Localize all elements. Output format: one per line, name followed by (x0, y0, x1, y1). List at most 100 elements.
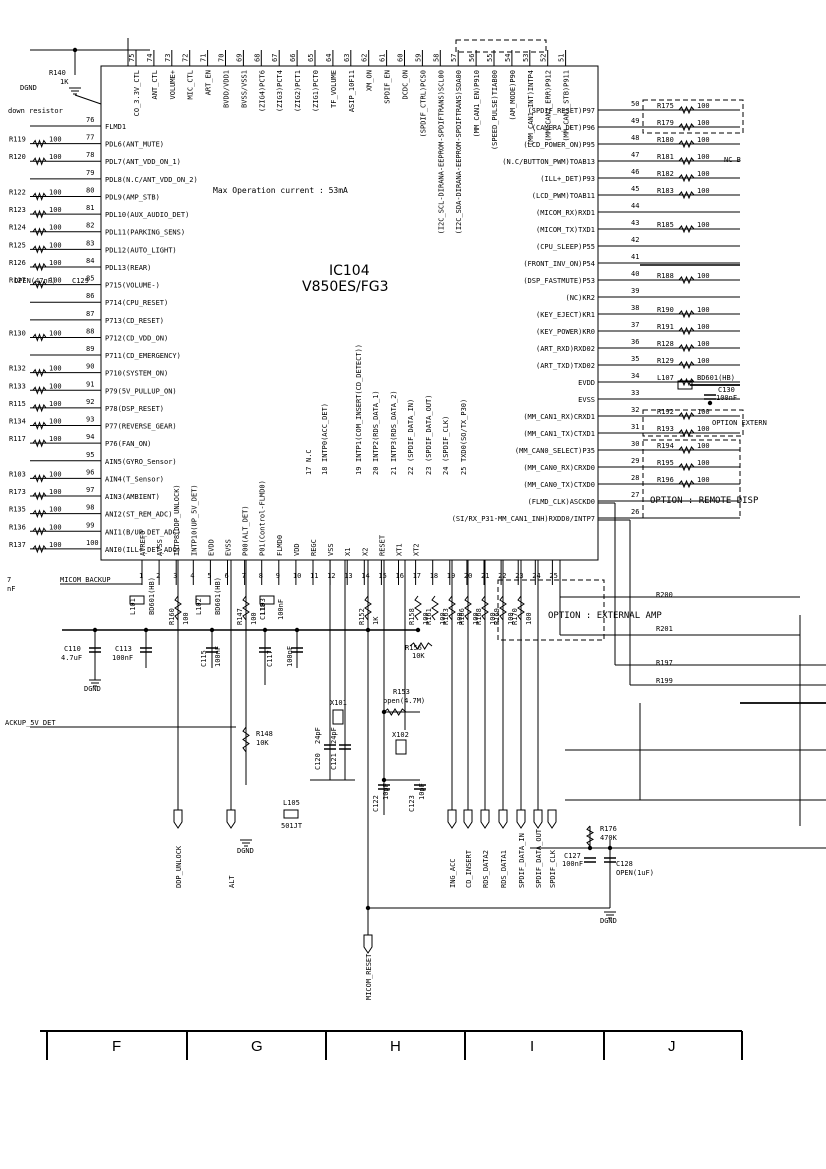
left-pin-label: P715(VOLUME-) (105, 282, 160, 290)
inner-pin-label: (SPDIF_DATA_IN) (407, 399, 415, 462)
capacitor-label: C117 (266, 650, 274, 667)
right-pin-label: (N.C/BUTTON_PWM)TOAB13 (502, 158, 595, 166)
right-pin-number: 37 (631, 321, 639, 329)
right-resistor-ref: R175 (657, 102, 674, 110)
port-label: ALT (228, 875, 236, 888)
left-pin-number: 88 (86, 327, 94, 335)
left-pin-number: 97 (86, 486, 94, 494)
right-resistor-ref: R180 (657, 136, 674, 144)
left-pin-label: PDL8(N.C/ANT_VDD_ON_2) (105, 176, 198, 184)
left-pin-label: P78(DSP_RESET) (105, 405, 164, 413)
junction-dot (707, 400, 713, 406)
left-resistor-symbol (32, 421, 47, 431)
left-pin-label: PDL7(ANT_VDD_ON_1) (105, 158, 181, 166)
left-pin-number: 100 (86, 539, 99, 547)
left-pin-label: PDL12(AUTO_LIGHT) (105, 246, 177, 254)
right-pin-label: (MM_CAN1_TX)CTXD1 (523, 430, 595, 438)
port-connector (547, 809, 557, 829)
left-pin-number: 94 (86, 433, 94, 441)
right-pin-label: (KEY_EJECT)KR1 (536, 311, 595, 319)
right-pin-label: (MICOM_TX)TXD1 (536, 226, 595, 234)
top-pin-number: 54 (504, 54, 512, 62)
right-resistor-value: 100 (697, 170, 710, 178)
top-pin-number: 51 (558, 54, 566, 62)
vertical-resistor-ref: R147 (236, 608, 244, 625)
right-resistor-ref: R183 (657, 187, 674, 195)
left-resistor-symbol (32, 139, 47, 149)
inner-pin-label: (SPDIF_CLK) (442, 416, 450, 462)
right-pin-label: (ILL+_DET)P93 (540, 175, 595, 183)
bottom-pin-number: 10 (293, 572, 301, 580)
right-resistor-symbol (678, 360, 695, 370)
right-pin-number: 28 (631, 474, 639, 482)
right-resistor-symbol (678, 105, 695, 115)
vertical-resistor-symbol (499, 595, 507, 621)
bottom-pin-number: 18 (430, 572, 438, 580)
left-pin-number: 99 (86, 521, 94, 529)
right-resistor-symbol (678, 224, 695, 234)
right-resistor-value: 100 (697, 221, 710, 229)
top-pin-label: MIC_CTL (187, 70, 195, 100)
inner-pin-label: TXD0(SO/TX_P30) (460, 399, 468, 462)
c130: C130 (718, 386, 735, 394)
left-resistor-symbol (32, 368, 47, 378)
ic-part: V850ES/FG3 (302, 279, 389, 295)
left-pin-label: P714(CPU_RESET) (105, 299, 168, 307)
top-pin-number: 58 (432, 54, 440, 62)
junction-dot (381, 709, 387, 715)
top-pin-label: BVDD/VDD1 (223, 70, 231, 108)
right-pin-number: 40 (631, 270, 639, 278)
vertical-resistor-ref: R158 (408, 608, 416, 625)
bottom-pin-label: VSS (327, 543, 335, 556)
right-resistor-ref: R181 (657, 153, 674, 161)
inner-pin-number: 17 (305, 467, 313, 475)
r153-symbol (383, 708, 407, 716)
down-resistor: down resistor (8, 107, 63, 115)
right-resistor-ref: R195 (657, 459, 674, 467)
top-pin-label: (AM_MODE)P90 (509, 70, 517, 121)
top-pin-label: (MM_CAN1_ERR)P912 (545, 70, 553, 142)
top-pin-label: (ZIG1)PCT0 (312, 70, 320, 112)
port-label: SPDIF_DATA_OUT (535, 828, 543, 888)
vertical-resistor-value: 100 (182, 612, 190, 625)
grid-label-f: F (112, 1038, 121, 1055)
right-pin-label: (MICOM_RX)RXD1 (536, 209, 595, 217)
left-pin-number: 98 (86, 504, 94, 512)
capacitor-label: C123 (408, 795, 416, 812)
inner-pin-label: N.C (305, 449, 313, 462)
left-resistor-ref: R115 (9, 400, 26, 408)
vertical-resistor-value: 100 (525, 612, 533, 625)
left-pin-label: P713(CD_RESET) (105, 317, 164, 325)
left-pin-number: 81 (86, 204, 94, 212)
left-resistor-value: 100 (49, 435, 62, 443)
right-pin-number: 43 (631, 219, 639, 227)
left-pin-label: AIN4(T_Sensor) (105, 475, 164, 483)
top-pin-number: 66 (289, 54, 297, 62)
right-pin-label: (ART_RXD)RXD02 (536, 345, 595, 353)
right-pin-number: 33 (631, 389, 639, 397)
right-pin-number: 31 (631, 423, 639, 431)
top-pin-label: SPDIF_EN (384, 70, 392, 104)
bottom-pin-label: AVSS (156, 539, 164, 556)
r176-val: 470K (600, 834, 618, 842)
right-pin-label: (CAMERA_DET)P96 (532, 124, 595, 132)
l101-val: BD601(HB) (148, 577, 156, 615)
l102-ref: L102 (195, 598, 203, 615)
top-pin-number: 72 (182, 54, 190, 62)
bottom-pin-number: 23 (515, 572, 523, 580)
left-resistor-value: 100 (49, 206, 62, 214)
capacitor-label: 100nF (214, 646, 222, 667)
right-resistor-symbol (678, 275, 695, 285)
right-resistor-ref: R128 (657, 340, 674, 348)
top-pin-number: 63 (343, 54, 351, 62)
left-resistor-symbol (32, 262, 47, 272)
l105-val: 501JT (281, 822, 303, 830)
left-resistor-symbol (32, 403, 47, 413)
left-resistor-value: 100 (49, 224, 62, 232)
c110-val: 4.7uF (61, 654, 82, 662)
top-pin-number: 61 (379, 54, 387, 62)
right-resistor-value: 100 (697, 136, 710, 144)
c113: C113 (115, 645, 132, 653)
right-pin-label: (CPU_SLEEP)P55 (536, 243, 595, 251)
